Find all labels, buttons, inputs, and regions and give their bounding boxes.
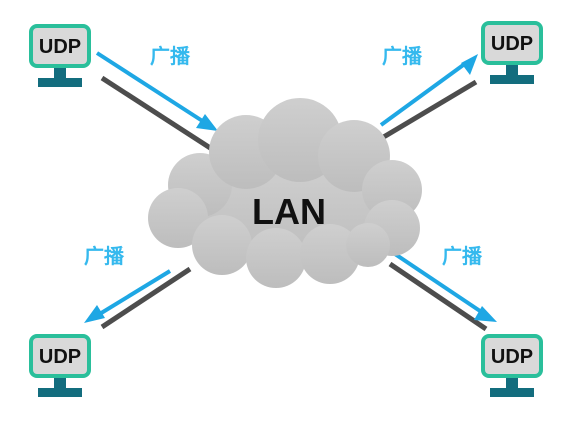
arrow-bottom-right (390, 250, 497, 322)
host-label: UDP (39, 36, 81, 58)
monitor-neck (54, 68, 66, 78)
monitor-base (490, 75, 534, 84)
host-label: UDP (491, 346, 533, 368)
lan-cloud: LAN (148, 98, 422, 288)
monitor-screen (485, 25, 539, 61)
link-top-right (380, 79, 478, 141)
broadcast-arrows (84, 51, 497, 323)
link-bottom-right (388, 261, 488, 332)
link-bottom-left (100, 266, 192, 330)
arrow-top-left (95, 51, 218, 131)
network-links (100, 75, 488, 332)
monitor-base (38, 388, 82, 397)
monitor-base (490, 388, 534, 397)
monitor-neck (506, 65, 518, 75)
host-label: UDP (39, 346, 81, 368)
broadcast-label-top-right: 广播 (382, 44, 423, 68)
host-bottom-left: UDP (29, 334, 91, 397)
broadcast-label-top-left: 广播 (150, 44, 191, 68)
monitor-screen (33, 28, 87, 64)
link-top-left (100, 75, 220, 156)
monitor-neck (54, 378, 66, 388)
broadcast-label-bottom-right: 广播 (442, 244, 483, 268)
host-top-left: UDP (29, 24, 91, 87)
lan-label: LAN (252, 191, 326, 232)
arrow-bottom-left (84, 269, 172, 323)
monitor-neck (506, 378, 518, 388)
cloud-icon (148, 98, 422, 288)
monitor-base (38, 78, 82, 87)
host-bottom-right: UDP (481, 334, 543, 397)
monitor-screen (485, 338, 539, 374)
host-top-right: UDP (481, 21, 543, 84)
arrow-top-right (379, 54, 478, 127)
host-label: UDP (491, 33, 533, 55)
broadcast-label-bottom-left: 广播 (84, 244, 125, 268)
monitor-screen (33, 338, 87, 374)
